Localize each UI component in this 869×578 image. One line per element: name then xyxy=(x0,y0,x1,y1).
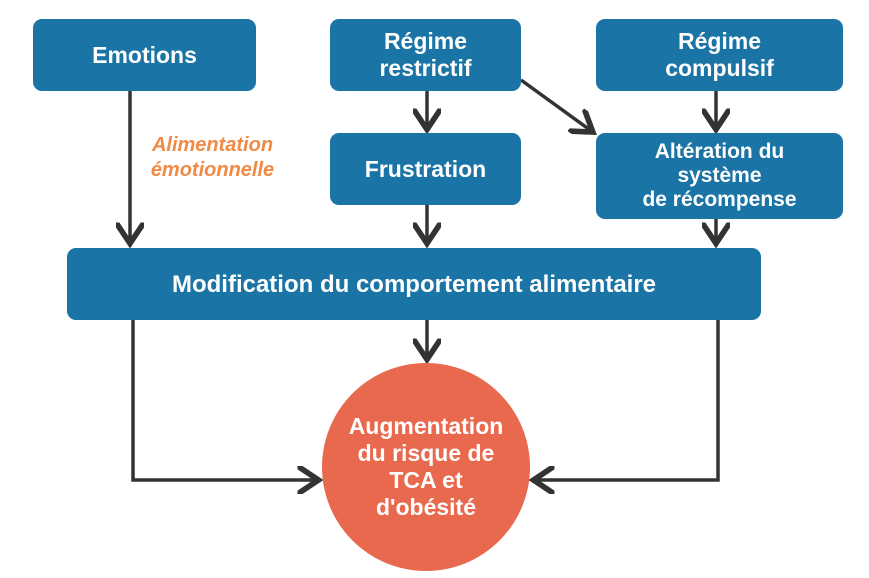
node-modification-comportement: Modification du comportement alimentaire xyxy=(67,248,761,320)
node-frustration: Frustration xyxy=(330,133,521,205)
edge-label-alimentation-emotionnelle: Alimentation émotionnelle xyxy=(150,134,275,181)
node-regime-restrictif: Régime restrictif xyxy=(330,19,521,91)
node-emotions: Emotions xyxy=(33,19,256,91)
arrow-right-to-risk xyxy=(537,320,720,480)
arrow-left-to-risk xyxy=(131,320,315,480)
node-regime-compulsif: Régime compulsif xyxy=(596,19,843,91)
node-augmentation-risque: Augmentation du risque de TCA et d'obési… xyxy=(322,363,530,571)
arrow-restrictif-to-alteration xyxy=(519,78,590,130)
node-alteration-systeme-recompense: Altération du système de récompense xyxy=(596,133,843,219)
